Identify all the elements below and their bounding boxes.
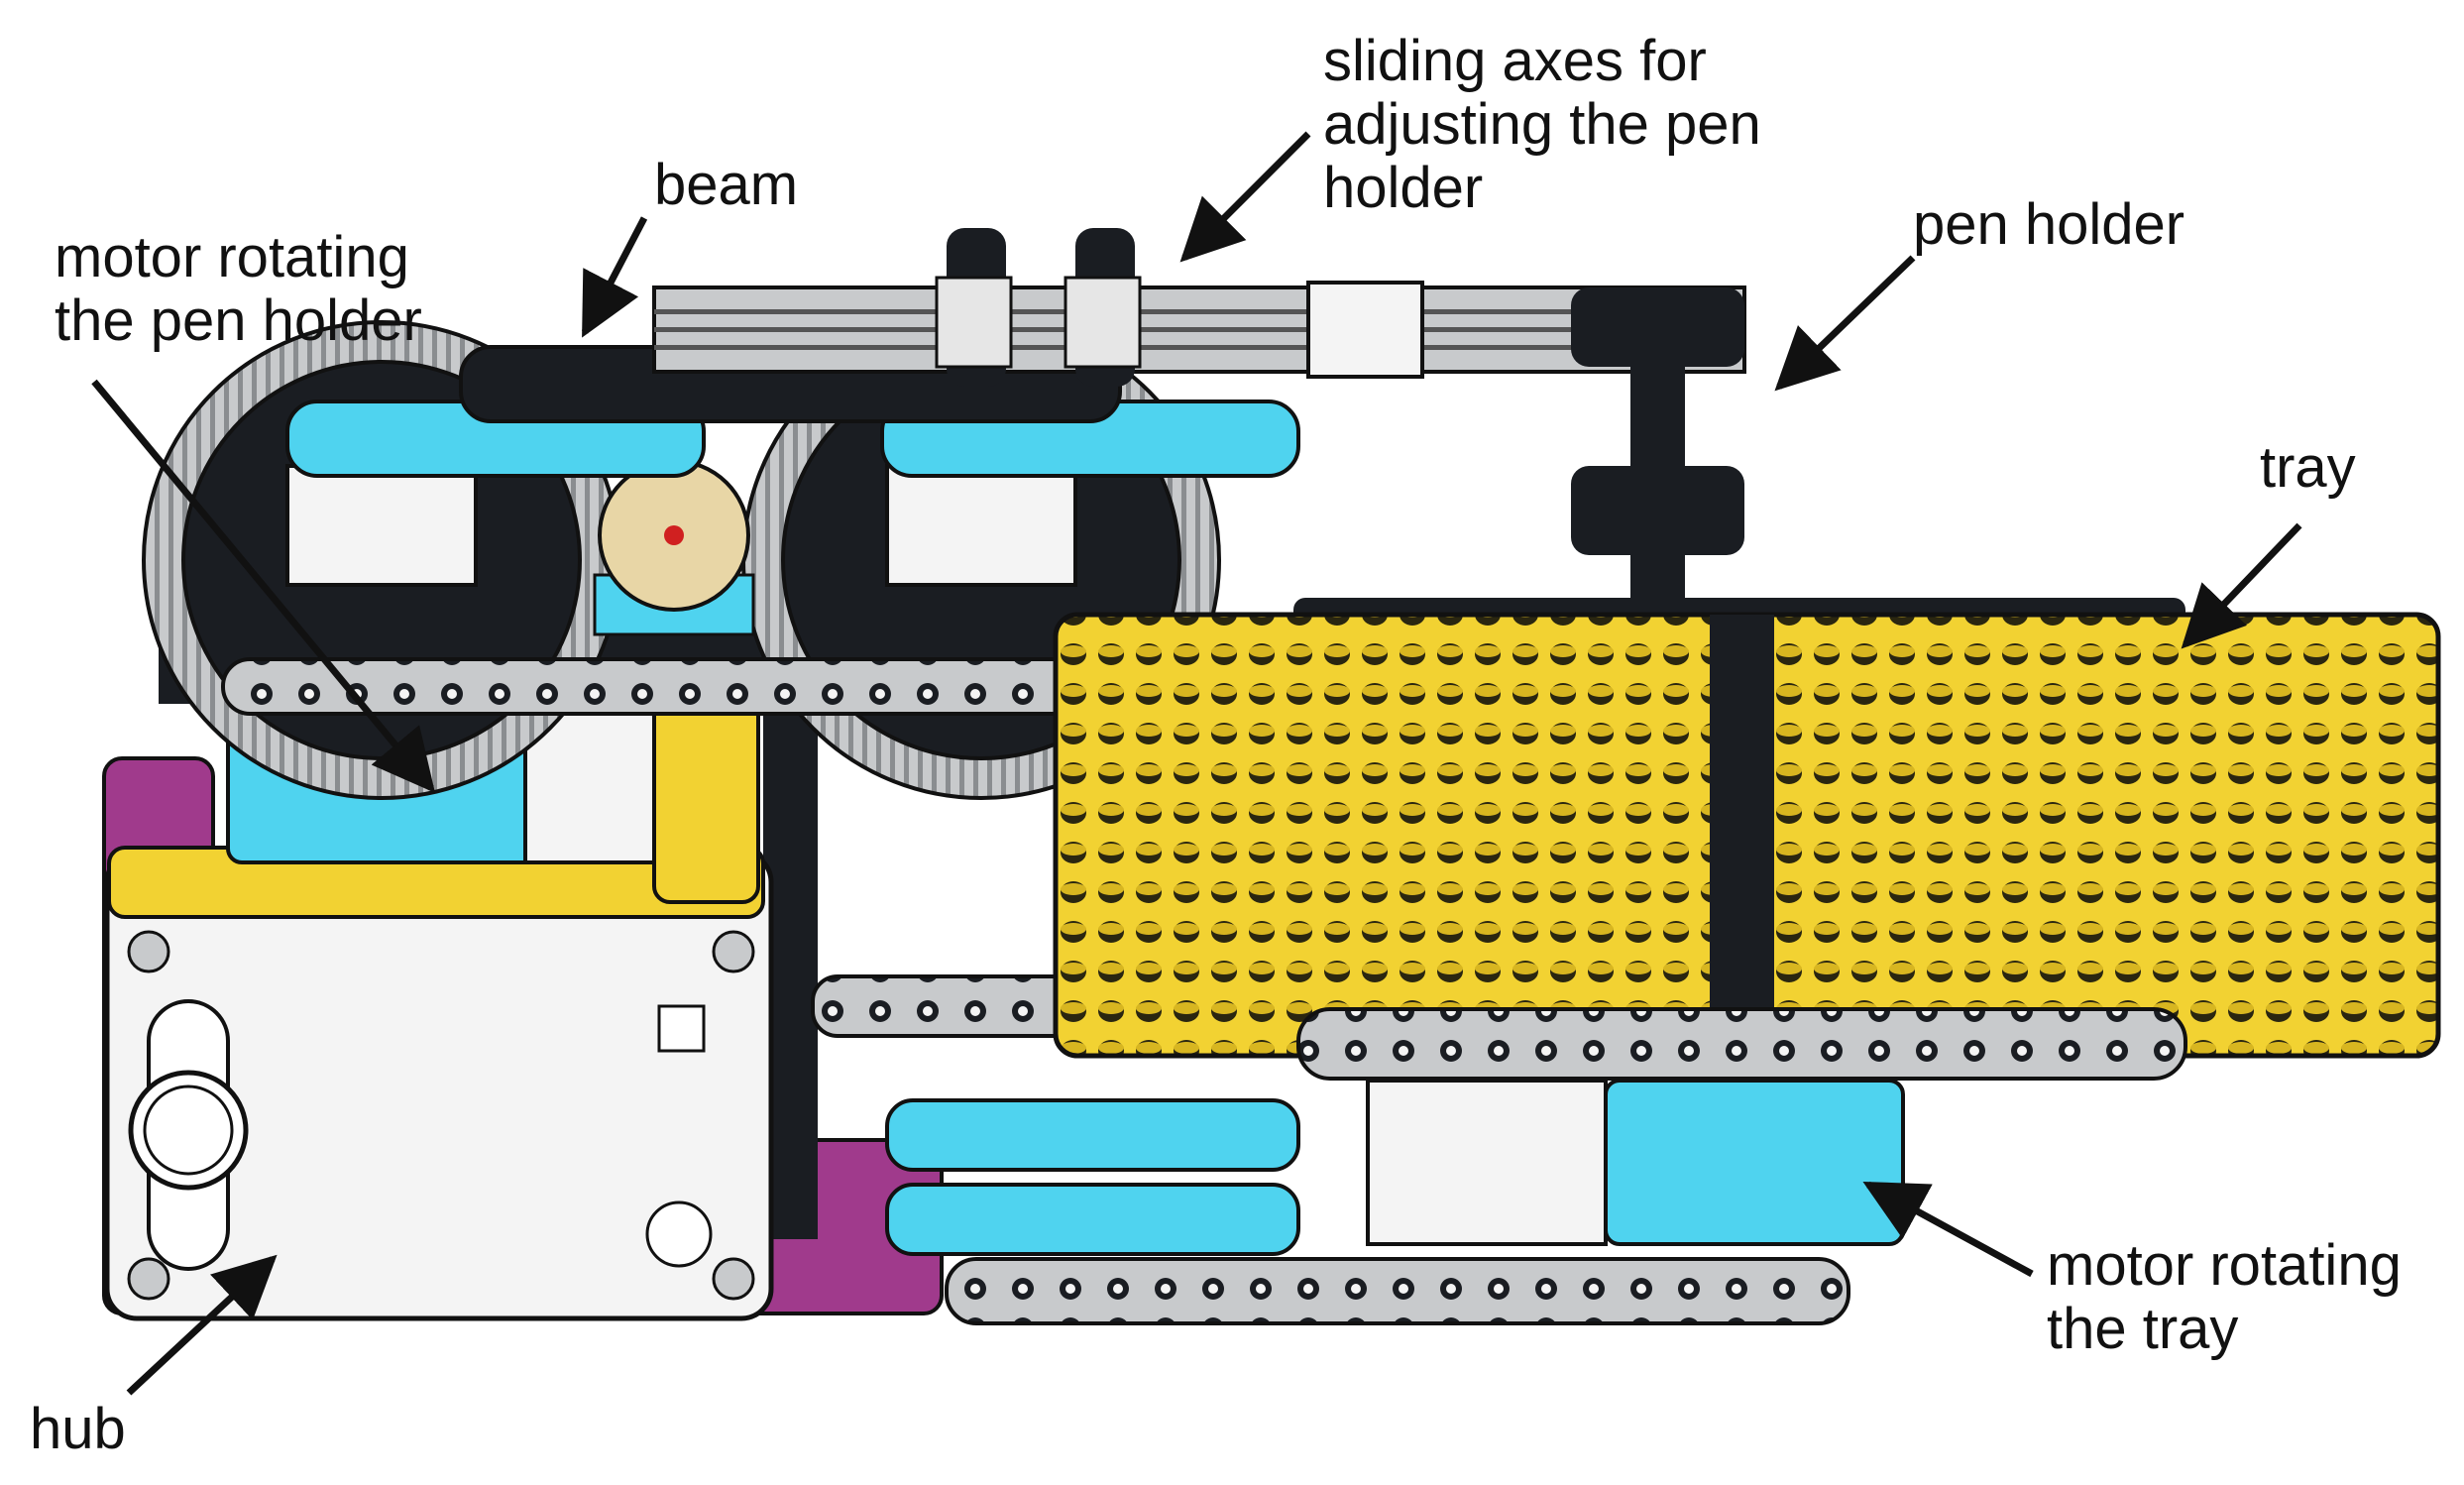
tray-motor-block [1366,1079,1905,1246]
label-hub: hub [30,1397,126,1461]
motor-tray-arrow [1862,1181,2034,1278]
pen-holder-arrow [1774,255,1916,392]
tray-part [1053,598,2441,1059]
label-motor-tray-line-1: motor rotating [2047,1233,2402,1298]
pen-holder-part [1571,287,1744,644]
bottom-beam [945,1257,1850,1325]
label-sliding-axes-line-2: adjusting the pen [1323,92,1761,157]
label-motor-pen-line-1: motor rotating [55,225,409,289]
label-sliding-axes-line-3: holder [1323,156,1484,220]
motor-pen-arrow [91,379,436,793]
label-motor-tray: motor rotating the tray [2047,1234,2402,1361]
hub-body [104,850,774,1321]
tray-arrow [2181,522,2302,649]
sliding-axes-arrow [1179,131,1311,263]
lower-cyan-beams [885,1098,1300,1256]
lower-gear-beam [221,657,1122,716]
label-motor-pen: motor rotating the pen holder [55,226,422,353]
hub-arrow [126,1254,278,1396]
connector-beam [811,974,1082,1038]
label-sliding-axes: sliding axes for adjusting the pen holde… [1323,30,1761,220]
label-tray: tray [2260,435,2356,500]
label-beam: beam [654,153,799,217]
callout-arrows [91,131,2302,1396]
center-gear [593,459,755,636]
tray-beam [1296,1007,2187,1081]
label-sliding-axes-line-1: sliding axes for [1323,29,1707,93]
label-pen-holder: pen holder [1913,192,2185,257]
beam-arrow [581,216,648,338]
label-motor-pen-line-2: the pen holder [55,288,422,353]
label-motor-tray-line-2: the tray [2047,1297,2239,1361]
